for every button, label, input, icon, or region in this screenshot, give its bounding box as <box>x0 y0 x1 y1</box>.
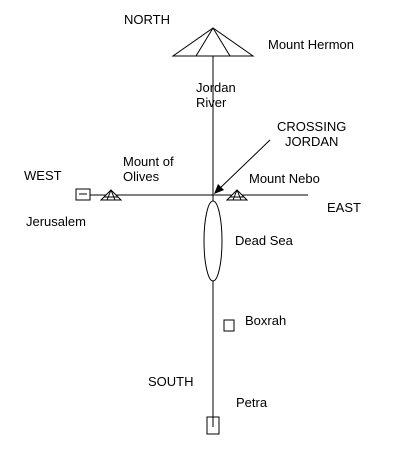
dead-sea-shape <box>203 200 223 282</box>
crossing-label-line1: CROSSING <box>277 119 346 134</box>
boxrah-city-icon <box>223 319 235 332</box>
mount-of-olives-label-line2: Olives <box>123 169 160 184</box>
petra-city-icon <box>206 416 220 435</box>
petra-label: Petra <box>236 395 268 410</box>
crossing-arrow-icon <box>214 139 271 194</box>
south-label: SOUTH <box>148 374 194 389</box>
boxrah-label: Boxrah <box>245 313 286 328</box>
dead-sea-label: Dead Sea <box>235 233 294 248</box>
north-label: NORTH <box>124 12 170 27</box>
east-label: EAST <box>327 200 361 215</box>
mount-hermon-label: Mount Hermon <box>268 37 354 52</box>
mount-nebo-label: Mount Nebo <box>249 171 320 186</box>
west-label: WEST <box>24 168 62 183</box>
mount-hermon-mountain-icon <box>171 27 255 57</box>
mount-of-olives-label-line1: Mount of <box>123 154 174 169</box>
jordan-river-label-line1: Jordan <box>196 80 236 95</box>
jerusalem-label: Jerusalem <box>26 214 86 229</box>
jordan-river-label-line2: River <box>196 95 227 110</box>
crossing-label-line2: JORDAN <box>285 134 338 149</box>
jerusalem-city-icon <box>75 188 91 201</box>
mount-nebo-mountain-icon <box>225 189 249 201</box>
mount-of-olives-mountain-icon <box>99 189 123 201</box>
